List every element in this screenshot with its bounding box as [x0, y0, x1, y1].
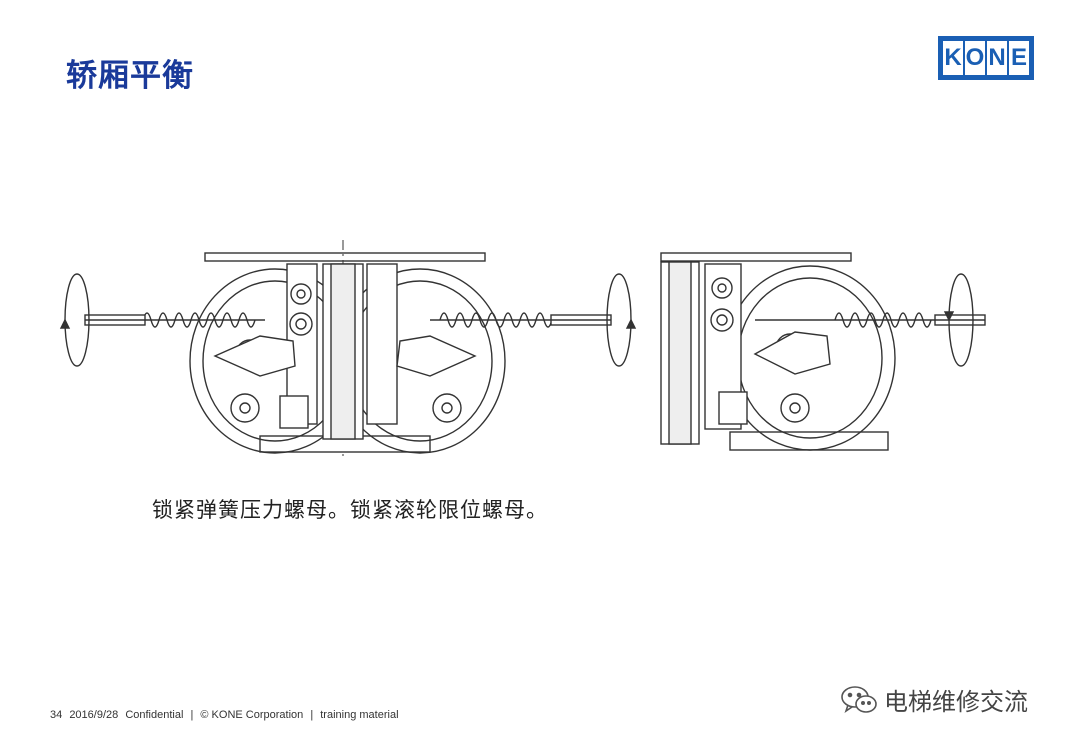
kone-logo: K O N E — [938, 36, 1034, 80]
double-roller-guide-view — [59, 240, 637, 458]
footer-separator: | — [190, 709, 194, 721]
page-number: 34 — [50, 709, 63, 721]
logo-letter-o: O — [965, 41, 985, 75]
slide-caption: 锁紧弹簧压力螺母。锁紧滚轮限位螺母。 — [152, 498, 548, 522]
watermark: 电梯维修交流 — [840, 682, 1028, 717]
logo-letter-e: E — [1009, 41, 1029, 75]
logo-letter-n: N — [987, 41, 1007, 75]
logo-letter-k: K — [943, 41, 963, 75]
slide-title: 轿厢平衡 — [66, 58, 194, 94]
slide-footer: 34 2016/9/28 Confidential | © KONE Corpo… — [50, 709, 403, 721]
footer-copyright: © KONE Corporation — [200, 709, 304, 721]
footer-material: training material — [320, 709, 399, 721]
footer-separator: | — [310, 709, 314, 721]
footer-confidential: Confidential — [125, 709, 184, 721]
wechat-icon — [841, 685, 877, 713]
roller-guide-drawing — [59, 240, 986, 458]
watermark-text: 电梯维修交流 — [884, 688, 1028, 716]
footer-date: 2016/9/28 — [69, 709, 119, 721]
single-roller-guide-view — [660, 252, 986, 451]
